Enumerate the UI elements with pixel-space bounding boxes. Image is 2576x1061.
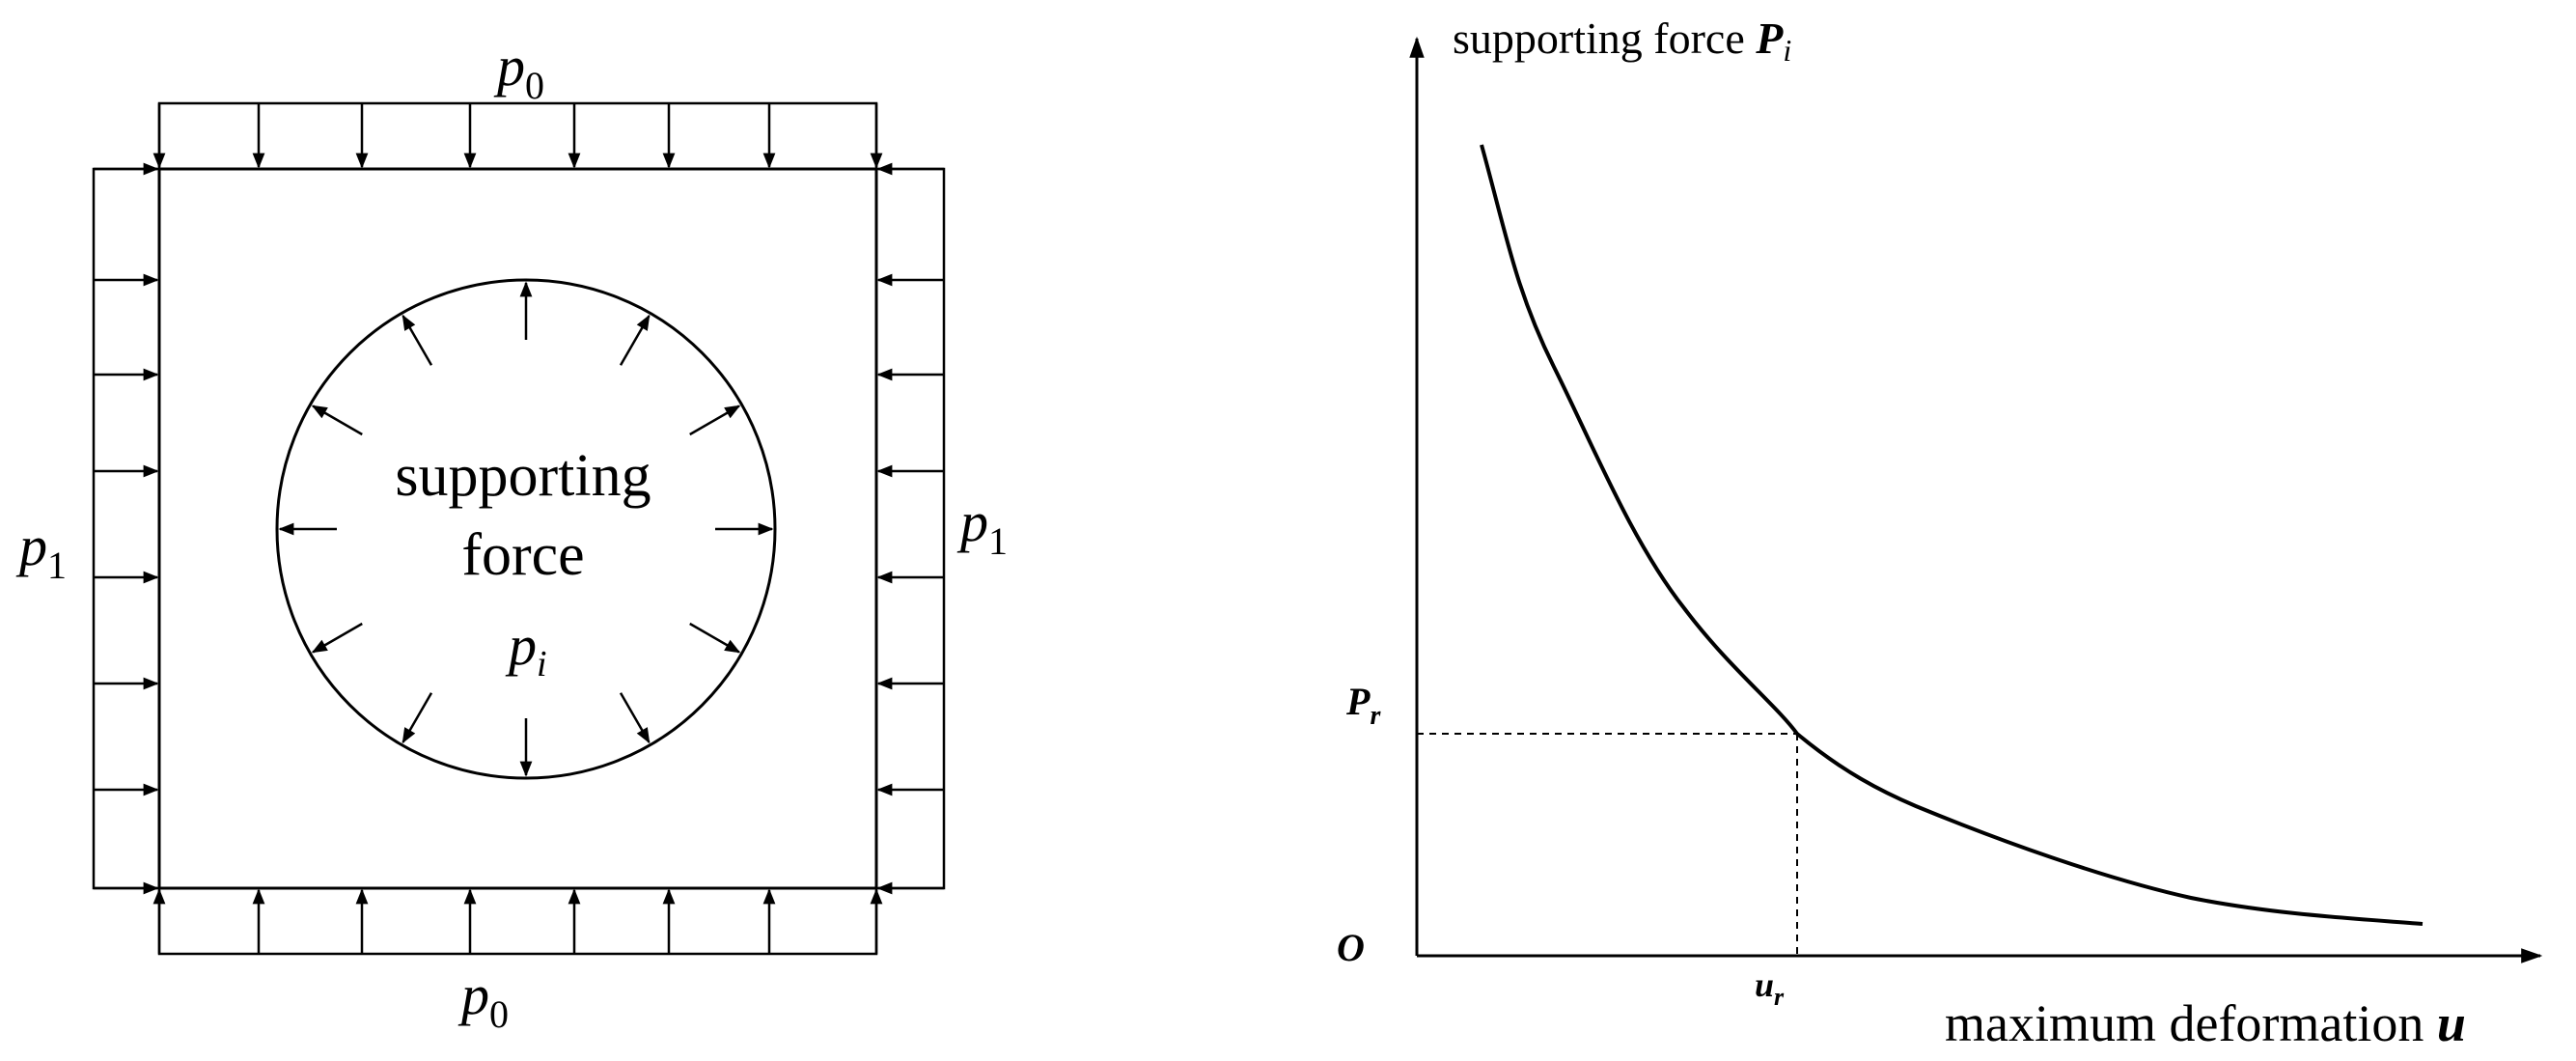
support-characteristic-curve (1480, 144, 2424, 926)
right-load-arrows (876, 162, 944, 895)
center-label-line1: supporting (395, 443, 651, 509)
rock-mass-square (157, 167, 878, 890)
y-axis-label: supporting force Pi (1453, 14, 1791, 68)
x-axis-label: maximum deformation u (1945, 994, 2466, 1052)
support-pressure-arrow (402, 692, 433, 744)
left-load-arrows (94, 162, 159, 895)
top-load-arrows (152, 103, 883, 169)
tunnel-load-diagram: p0 p0 p1 p1 supporting force pi (15, 35, 1008, 1036)
support-pressure-arrow (619, 314, 651, 366)
pr-label: Pr (1345, 680, 1381, 731)
right-load-frame (876, 167, 946, 890)
support-pressure-arrow (619, 692, 651, 744)
right-load-label: p1 (956, 490, 1008, 563)
support-curve-diagram: supporting force Pi maximum deformation … (1337, 14, 2543, 1052)
ur-label: ur (1755, 965, 1785, 1011)
support-pressure-arrow (311, 405, 363, 436)
inner-load-label: pi (505, 614, 547, 684)
bottom-load-label: p0 (457, 963, 509, 1036)
bottom-load-arrows (152, 888, 883, 954)
tunnel-circle (275, 278, 777, 780)
left-load-frame (92, 167, 159, 890)
support-pressure-arrow (402, 314, 433, 366)
left-load-label: p1 (15, 515, 67, 587)
support-pressure-arrow (689, 622, 741, 654)
support-pressure-arrow (689, 405, 741, 436)
support-pressure-arrow (311, 622, 363, 654)
top-load-label: p0 (493, 35, 544, 107)
origin-label: O (1337, 926, 1365, 969)
center-label-line2: force (461, 522, 584, 588)
support-pressure-arrows (278, 281, 774, 777)
